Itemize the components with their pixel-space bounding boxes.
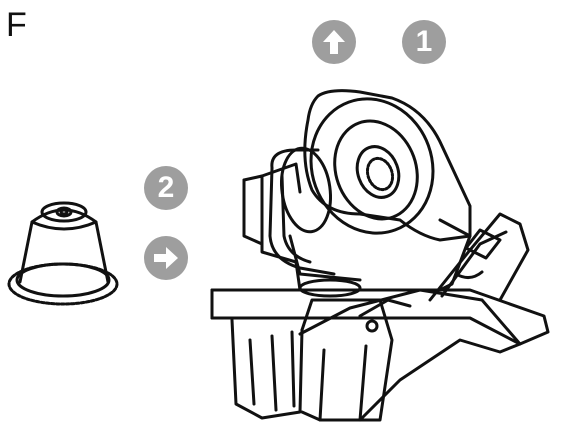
machine-body (212, 164, 548, 420)
brewing-chamber (270, 145, 360, 296)
capsule-illustration (9, 203, 117, 304)
open-lid (292, 82, 470, 290)
